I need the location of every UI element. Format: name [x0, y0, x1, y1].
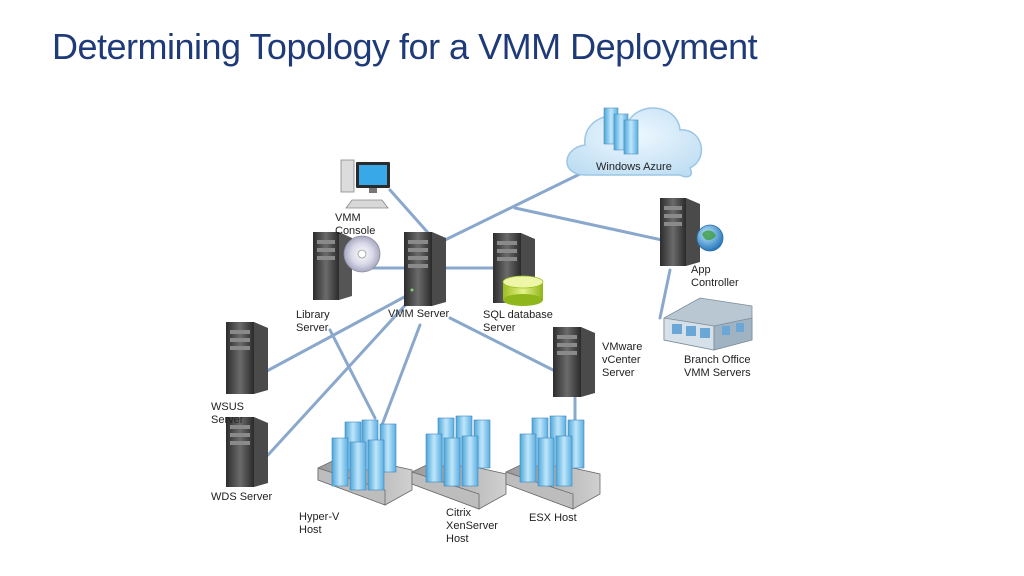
cloud-icon	[566, 107, 703, 178]
wsus-server-icon	[226, 322, 268, 394]
label-vcenter-server: VMware vCenter Server	[602, 341, 643, 379]
link-console-vmm	[388, 188, 432, 237]
label-esx-host: ESX Host	[529, 512, 577, 524]
link-vmm-wds	[266, 298, 412, 457]
label-sql-database-server: SQL database Server	[483, 309, 553, 334]
link-vmm-wsus	[263, 293, 410, 374]
link-library-hyperv	[328, 328, 377, 420]
label-vmm-server: VMM Server	[388, 308, 450, 320]
cloud-servers-icon	[603, 107, 639, 155]
hyperv-host-icon	[317, 419, 413, 506]
citrix-host-icon	[411, 415, 507, 510]
label-citrix-xenserver-host: Citrix XenServer Host	[446, 507, 498, 545]
database-icon	[502, 275, 544, 306]
console-computer-icon	[340, 159, 390, 209]
sql-server-icon	[493, 233, 544, 306]
link-appcontroller-branch	[658, 268, 672, 320]
link-vmm-azure	[443, 168, 590, 242]
link-junction-appcontroller	[513, 206, 664, 242]
vcenter-server-icon	[553, 327, 595, 397]
vmm-server-icon	[404, 232, 446, 306]
label-wsus-server: WSUS Server	[211, 401, 244, 426]
library-server-icon	[313, 232, 381, 300]
link-vmm-hyperv	[380, 323, 422, 427]
label-windows-azure: Windows Azure	[596, 161, 672, 173]
label-app-controller: App Controller	[691, 264, 739, 289]
app-controller-server-icon	[660, 198, 724, 266]
label-wds-server: WDS Server	[211, 491, 273, 503]
label-hyperv-host: Hyper-V Host	[299, 511, 340, 536]
link-vmm-vcenter	[448, 316, 555, 372]
label-branch-office: Branch Office VMM Servers	[684, 354, 751, 379]
branch-office-building-icon	[663, 297, 753, 351]
esx-host-icon	[505, 415, 601, 510]
label-vmm-console: VMM Console	[335, 212, 376, 237]
connectors	[263, 168, 672, 457]
label-library-server: Library Server	[296, 309, 330, 334]
wds-server-icon	[226, 417, 268, 487]
slide-title: Determining Topology for a VMM Deploymen…	[52, 26, 758, 67]
